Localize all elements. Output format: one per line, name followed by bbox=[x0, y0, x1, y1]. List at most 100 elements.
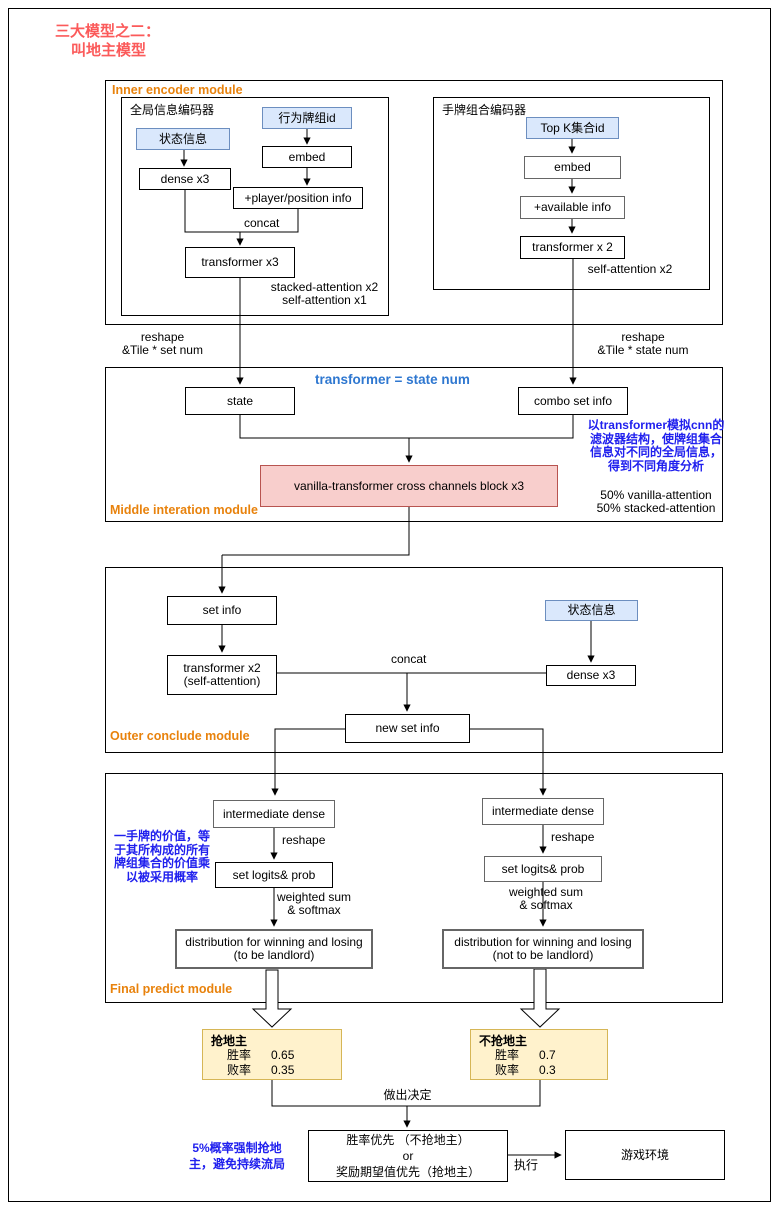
connector bbox=[239, 415, 409, 439]
stacked-attention-note: stacked-attention x2 self-attention x1 bbox=[262, 281, 387, 307]
decision-rule-box: 胜率优先 （不抢地主） or 奖励期望值优先（抢地主） bbox=[308, 1130, 508, 1182]
weighted-sum-line: weighted sum bbox=[508, 885, 584, 899]
concat-label: concat bbox=[391, 652, 427, 666]
connector bbox=[271, 728, 345, 796]
transformer-x2-box: transformer x 2 bbox=[520, 236, 625, 259]
action-card-id-input-box: 行为牌组id bbox=[262, 107, 352, 129]
transformer-x2-self-attention-box: transformer x2 (self-attention) bbox=[167, 655, 277, 695]
no-bid-landlord-title: 不抢地主 bbox=[479, 1034, 528, 1048]
topk-set-id-input-box: Top K集合id bbox=[526, 117, 619, 139]
force-bid-annotation: 5%概率强制抢地 主，避免持续流局 bbox=[162, 1140, 312, 1172]
hand-encoder-title: 手牌组合编码器 bbox=[442, 103, 527, 117]
annotation-line: 信息对不同的全局信息， bbox=[589, 445, 722, 459]
annotation-line: 主，避免持续流局 bbox=[188, 1157, 285, 1171]
bid-landlord-title: 抢地主 bbox=[211, 1034, 248, 1048]
reshape-tile-set-label: reshape &Tile * set num bbox=[110, 331, 215, 357]
annotation-line: 一手牌的价值，等 bbox=[113, 829, 210, 843]
self-attention-label: (self-attention) bbox=[183, 674, 261, 688]
combo-set-info-box: combo set info bbox=[518, 387, 628, 415]
inner-encoder-module-frame bbox=[105, 80, 723, 325]
page-title-line2: 叫地主模型 bbox=[71, 42, 147, 59]
set-logits-prob-box: set logits& prob bbox=[215, 862, 333, 888]
middle-interation-module-frame bbox=[105, 367, 723, 522]
attention-ratio-line2: 50% stacked-attention bbox=[596, 501, 716, 515]
softmax-line: & softmax bbox=[519, 898, 573, 912]
annotation-line: 5%概率强制抢地 bbox=[192, 1141, 282, 1155]
intermediate-dense-box: intermediate dense bbox=[213, 800, 335, 828]
annotation-line: 于其所构成的所有 bbox=[113, 842, 210, 857]
page-title: 三大模型之二： 叫地主模型 bbox=[55, 22, 160, 60]
page-border bbox=[8, 8, 771, 1202]
distribution-to-be-landlord-box: distribution for winning and losing (to … bbox=[175, 929, 373, 969]
win-rate-row: 胜率 0.65 bbox=[211, 1048, 333, 1063]
lose-rate-label: 败率 bbox=[227, 1063, 252, 1077]
reshape-tile-state-label: reshape &Tile * state num bbox=[588, 331, 698, 357]
execute-label: 执行 bbox=[514, 1158, 539, 1172]
middle-interation-module-label: Middle interation module bbox=[110, 503, 258, 517]
game-environment-box: 游戏环境 bbox=[565, 1130, 725, 1180]
transformer-cnn-annotation: 以transformer模拟cnn的 滤波器结构，使牌组集合 信息对不同的全局信… bbox=[582, 418, 730, 473]
intermediate-dense-box: intermediate dense bbox=[482, 798, 604, 825]
available-info-box: +available info bbox=[520, 196, 625, 219]
state-info-input-box: 状态信息 bbox=[136, 128, 230, 150]
annotation-line: 得到不同角度分析 bbox=[607, 458, 704, 473]
block-arrow-down-icon bbox=[519, 968, 561, 1028]
win-rate-label: 胜率 bbox=[495, 1048, 520, 1062]
tile-set-num-label: &Tile * set num bbox=[122, 343, 203, 357]
distribution-line1: distribution for winning and losing bbox=[185, 935, 363, 949]
final-predict-module-label: Final predict module bbox=[110, 982, 233, 996]
set-logits-prob-box: set logits& prob bbox=[484, 856, 602, 882]
state-box: state bbox=[185, 387, 295, 415]
attention-ratio-line1: 50% vanilla-attention bbox=[600, 488, 712, 502]
reshape-label: reshape bbox=[621, 330, 665, 344]
stacked-attention-note-line2: self-attention x1 bbox=[282, 293, 367, 307]
embed-box: embed bbox=[262, 146, 352, 168]
outer-conclude-module-label: Outer conclude module bbox=[110, 729, 250, 743]
lose-rate-row: 败率 0.35 bbox=[211, 1063, 333, 1078]
attention-ratio-note: 50% vanilla-attention 50% stacked-attent… bbox=[582, 489, 730, 515]
connector bbox=[271, 1080, 541, 1107]
distribution-line2: (not to be landlord) bbox=[492, 948, 594, 962]
tile-state-num-label: &Tile * state num bbox=[597, 343, 689, 357]
weighted-sum-softmax-label: weighted sum & softmax bbox=[496, 886, 596, 912]
transformer-x2-label: transformer x2 bbox=[183, 661, 261, 675]
connector bbox=[240, 209, 299, 233]
annotation-line: 牌组集合的价值乘 bbox=[113, 856, 210, 870]
global-encoder-subframe bbox=[121, 97, 389, 316]
new-set-info-box: new set info bbox=[345, 714, 470, 743]
player-position-info-box: +player/position info bbox=[233, 187, 363, 209]
bid-landlord-result-card: 抢地主 胜率 0.65 败率 0.35 bbox=[202, 1029, 342, 1080]
no-bid-landlord-result-card: 不抢地主 胜率 0.7 败率 0.3 bbox=[470, 1029, 608, 1080]
connector bbox=[470, 728, 547, 796]
weighted-sum-softmax-label: weighted sum & softmax bbox=[264, 891, 364, 917]
block-arrow-down-icon bbox=[251, 969, 293, 1028]
concat-label: concat bbox=[244, 216, 280, 230]
win-rate-row: 胜率 0.7 bbox=[479, 1048, 599, 1063]
annotation-line: 以transformer模拟cnn的 bbox=[587, 418, 725, 432]
annotation-line: 以被采用概率 bbox=[125, 869, 198, 884]
reshape-label: reshape bbox=[282, 833, 326, 847]
decision-line3: 奖励期望值优先（抢地主） bbox=[335, 1165, 480, 1179]
win-rate-value: 0.65 bbox=[271, 1048, 295, 1062]
annotation-line: 滤波器结构，使牌组集合 bbox=[589, 431, 722, 446]
lose-rate-row: 败率 0.3 bbox=[479, 1063, 599, 1078]
decision-line2: or bbox=[402, 1149, 414, 1163]
hand-encoder-subframe bbox=[433, 97, 710, 290]
lose-rate-value: 0.35 bbox=[271, 1063, 295, 1077]
connector bbox=[409, 415, 574, 439]
global-encoder-title: 全局信息编码器 bbox=[130, 103, 215, 117]
distribution-not-landlord-box: distribution for winning and losing (not… bbox=[442, 929, 644, 969]
transformer-x3-box: transformer x3 bbox=[185, 247, 295, 278]
transformer-state-num-headline: transformer = state num bbox=[315, 372, 470, 387]
make-decision-label: 做出决定 bbox=[383, 1088, 432, 1102]
distribution-line1: distribution for winning and losing bbox=[454, 935, 632, 949]
connector bbox=[222, 507, 410, 556]
dense-x3-box: dense x3 bbox=[139, 168, 231, 190]
page-title-line1: 三大模型之二： bbox=[55, 23, 161, 40]
embed-box: embed bbox=[524, 156, 621, 179]
hand-value-annotation: 一手牌的价值，等 于其所构成的所有 牌组集合的价值乘 以被采用概率 bbox=[106, 829, 218, 884]
dense-x3-box: dense x3 bbox=[546, 665, 636, 686]
final-predict-module-frame bbox=[105, 773, 723, 1003]
reshape-label: reshape bbox=[140, 330, 185, 344]
